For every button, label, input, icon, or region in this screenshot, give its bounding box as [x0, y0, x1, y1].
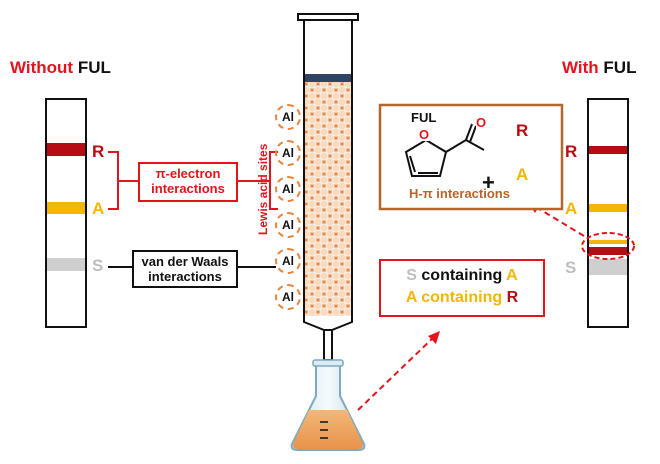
result-containing-1: containing [421, 267, 503, 284]
left-title-without: Without [10, 58, 74, 77]
lewis-acid-sites-label: Lewis acid sites [256, 143, 270, 235]
right-title-ful: FUL [603, 58, 637, 77]
right-band-s [589, 259, 627, 275]
pi-box-line2: interactions [151, 181, 225, 196]
ring-oxygen-label: O [419, 127, 430, 142]
right-band-r [589, 146, 627, 154]
left-band-s [47, 258, 85, 271]
al-site: Al [275, 104, 301, 130]
left-label-a: A [92, 199, 105, 218]
right-label-a: A [565, 199, 578, 218]
vdw-box: van der Waals interactions [132, 250, 238, 288]
flask-neck-rim [312, 359, 344, 367]
al-site: Al [275, 284, 301, 310]
result-line-1: S containing A [381, 265, 543, 287]
right-title-with: With [562, 58, 599, 77]
right-plate-highlight [581, 232, 635, 260]
pi-right-bracket [269, 151, 278, 210]
right-label-r: R [565, 142, 578, 161]
result-box: S containing A A containing R [379, 259, 545, 317]
al-site: Al [275, 248, 301, 274]
left-band-a [47, 202, 85, 214]
vdw-box-line1: van der Waals [141, 254, 229, 269]
column-stopcock [323, 329, 333, 361]
right-band-mix-yellow [589, 240, 627, 244]
column-solvent-layer [305, 74, 351, 82]
result-a-1: A [506, 267, 518, 284]
column-stationary-phase [305, 82, 351, 320]
plus-sign: + [482, 170, 495, 195]
right-tlc-plate [587, 98, 629, 328]
furfural-structure [404, 123, 485, 177]
al-site: Al [275, 212, 301, 238]
carbonyl-oxygen-label: O [476, 115, 487, 130]
ful-box-r: R [516, 121, 529, 140]
pi-box-line1: π-electron [155, 166, 221, 181]
left-title: Without FUL [10, 58, 111, 78]
al-site: Al [275, 176, 301, 202]
left-label-s: S [92, 256, 104, 275]
result-containing-2: containing [421, 289, 503, 306]
right-label-s: S [565, 258, 577, 277]
pi-electron-box: π-electron interactions [138, 162, 238, 202]
column-taper [303, 316, 353, 331]
right-band-mix-red [589, 247, 627, 255]
left-band-r [47, 143, 85, 156]
vdw-box-line2: interactions [148, 269, 222, 284]
flask-arrowhead [428, 331, 440, 344]
ful-box-a: A [516, 165, 529, 184]
right-title: With FUL [562, 58, 636, 78]
al-site: Al [275, 140, 301, 166]
left-label-r: R [92, 142, 105, 161]
result-s: S [406, 267, 417, 284]
result-line-2: A containing R [381, 287, 543, 309]
left-title-ful: FUL [77, 58, 111, 77]
h-pi-interactions: H-π interactions [409, 186, 510, 201]
right-band-a [589, 204, 627, 212]
flask-arrow [357, 335, 436, 411]
pi-bracket [108, 151, 119, 210]
result-r: R [506, 289, 519, 306]
result-a-2: A [405, 289, 417, 306]
ful-molecule-label: FUL [411, 110, 437, 125]
